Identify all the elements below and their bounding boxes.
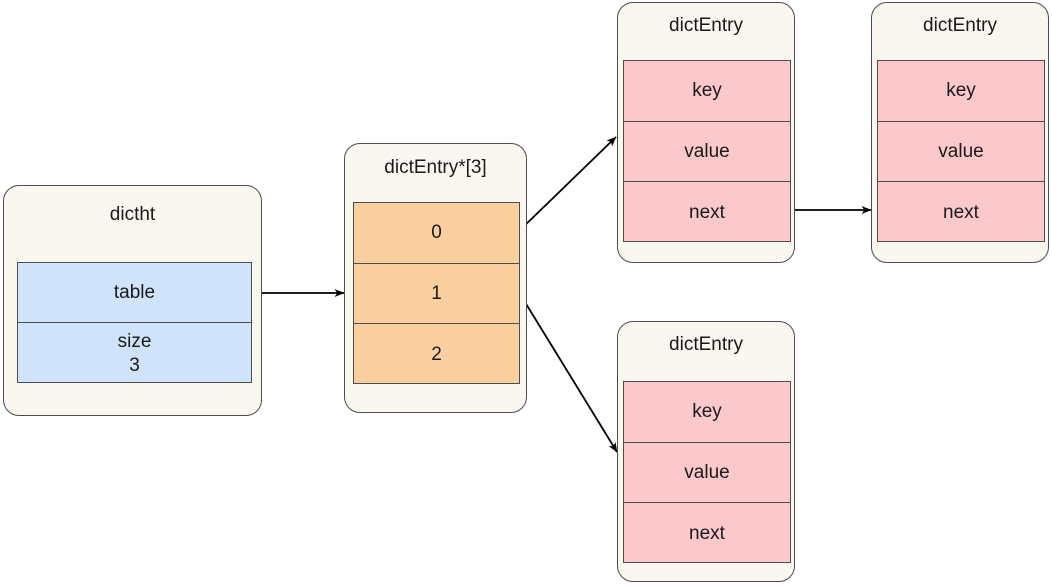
- field-label: key: [946, 80, 976, 102]
- field-label: value: [684, 461, 730, 483]
- field-label: next: [689, 522, 725, 544]
- field-dictht-size[interactable]: size 3: [18, 323, 251, 382]
- node-dictht-title: dictht: [109, 204, 156, 225]
- node-entry-bucket0-tail-title: dictEntry: [923, 15, 997, 36]
- field-label: next: [943, 201, 979, 223]
- field-label: size: [117, 330, 152, 352]
- bucket-index: 0: [431, 222, 442, 244]
- node-entry-bucket0-head-fields: key value next: [623, 60, 791, 242]
- field-label: next: [689, 201, 725, 223]
- field-next[interactable]: next: [624, 503, 790, 562]
- bucket-index: 2: [431, 343, 442, 365]
- field-value[interactable]: value: [624, 122, 790, 182]
- field-next[interactable]: next: [878, 182, 1044, 241]
- node-entry-bucket1-head[interactable]: dictEntry key value next: [617, 321, 795, 582]
- field-key[interactable]: key: [878, 61, 1044, 122]
- node-bucket-array-fields: 0 1 2: [353, 202, 520, 384]
- node-bucket-array-title: dictEntry*[3]: [384, 157, 487, 178]
- node-entry-bucket1-head-fields: key value next: [623, 381, 791, 563]
- field-next[interactable]: next: [624, 182, 790, 241]
- field-value: 3: [129, 354, 140, 376]
- bucket-slot-0[interactable]: 0: [354, 203, 519, 264]
- node-entry-bucket1-head-title: dictEntry: [669, 334, 743, 355]
- node-entry-bucket0-tail[interactable]: dictEntry key value next: [871, 2, 1049, 263]
- field-value[interactable]: value: [624, 443, 790, 503]
- bucket-index: 1: [431, 282, 442, 304]
- node-bucket-array[interactable]: dictEntry*[3] 0 1 2: [344, 143, 527, 413]
- bucket-slot-2[interactable]: 2: [354, 324, 519, 383]
- field-key[interactable]: key: [624, 61, 790, 122]
- field-label: table: [113, 281, 156, 303]
- node-entry-bucket0-tail-fields: key value next: [877, 60, 1045, 242]
- field-dictht-table[interactable]: table: [18, 263, 251, 323]
- node-entry-bucket0-head-title: dictEntry: [669, 15, 743, 36]
- field-value[interactable]: value: [878, 122, 1044, 182]
- field-label: key: [692, 401, 722, 423]
- arrow-bucket1-to-entry: [519, 293, 618, 453]
- field-label: value: [938, 140, 984, 162]
- node-dictht[interactable]: dictht table size 3: [3, 185, 262, 416]
- node-dictht-fields: table size 3: [17, 262, 252, 383]
- node-entry-bucket0-head[interactable]: dictEntry key value next: [617, 2, 795, 263]
- field-label: value: [684, 140, 730, 162]
- arrow-bucket0-to-entry: [518, 136, 617, 232]
- bucket-slot-1[interactable]: 1: [354, 264, 519, 324]
- field-key[interactable]: key: [624, 382, 790, 443]
- field-label: key: [692, 80, 722, 102]
